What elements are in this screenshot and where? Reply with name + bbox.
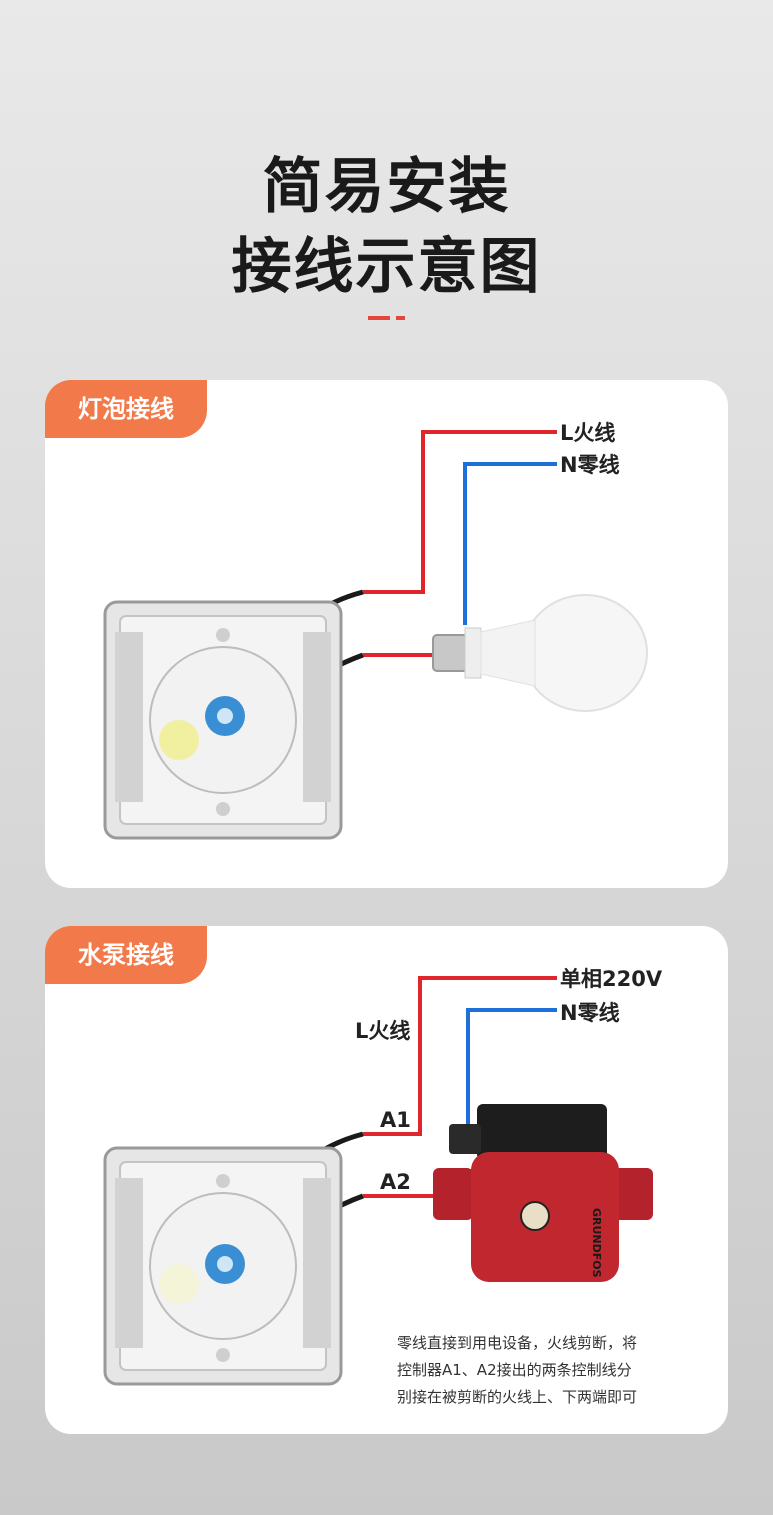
live-label: L火线 (560, 421, 615, 445)
neutral-wire (463, 462, 557, 625)
a1-wire (363, 976, 557, 1136)
bulb-wiring-diagram: L火线 N零线 (103, 421, 648, 840)
note-line: 零线直接到用电设备，火线剪断，将 (397, 1334, 638, 1352)
pump-brand-text: GRUNDFOS (590, 1208, 603, 1278)
supply-label: 单相220V (560, 967, 663, 991)
page-title-line2: 接线示意图 (231, 232, 542, 302)
bulb-wiring-tag: 灯泡接线 (45, 380, 207, 438)
bulb-wiring-card: 灯泡接线 L火线 N零线 (45, 380, 728, 888)
water-pump: GRUNDFOS (433, 1104, 653, 1282)
page-title-line1: 简易安装 (262, 152, 511, 222)
note-line: 控制器A1、A2接出的两条控制线分 (397, 1361, 632, 1379)
pump-wiring-diagram: GRUNDFOS 单相220V N零线 L火线 A1 A2 (103, 967, 663, 1386)
pump-wiring-tag: 水泵接线 (45, 926, 207, 984)
wiring-note: 零线直接到用电设备，火线剪断，将 控制器A1、A2接出的两条控制线分 别接在被剪… (397, 1330, 717, 1411)
accent-dash-long (368, 316, 390, 320)
live-label: L火线 (355, 1019, 410, 1043)
neutral-wire (466, 1008, 557, 1124)
note-line: 别接在被剪断的火线上、下两端即可 (397, 1388, 638, 1406)
terminal-a1-label: A1 (380, 1108, 411, 1132)
pump-wiring-card: 水泵接线 GRUNDFOS 单 (45, 926, 728, 1434)
light-bulb (432, 594, 648, 712)
neutral-label: N零线 (560, 1001, 620, 1025)
live-wire (363, 430, 557, 594)
switch-device (103, 1146, 343, 1386)
accent-dash-short (396, 316, 405, 320)
terminal-a2-label: A2 (380, 1170, 411, 1194)
switch-device (103, 600, 343, 840)
neutral-label: N零线 (560, 453, 620, 477)
